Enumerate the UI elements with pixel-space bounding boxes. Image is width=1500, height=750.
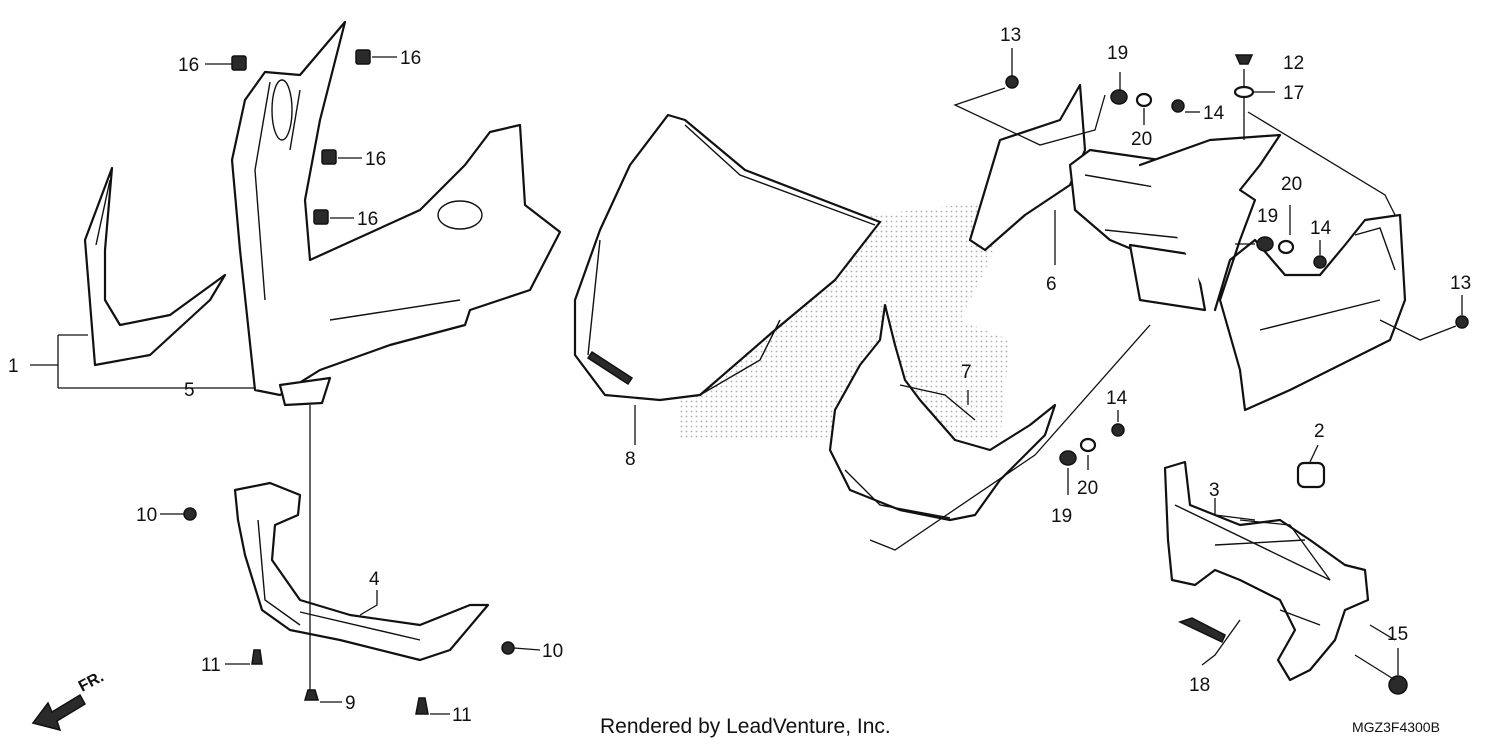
callout-8: 8: [625, 449, 636, 470]
clip-nut-icon: [231, 55, 247, 71]
part-6-right-cowl: [1138, 133, 1407, 412]
callout-7: 7: [961, 362, 972, 383]
part-8-windscreen: [573, 113, 882, 402]
callout-10-left: 10: [136, 505, 157, 526]
diagram-code: MGZ3F4300B: [1352, 719, 1440, 735]
fasteners: [183, 49, 1469, 715]
callout-20-top: 20: [1131, 129, 1152, 150]
callout-19-top: 19: [1107, 43, 1128, 64]
callout-5: 5: [184, 380, 195, 401]
bolt-icon: [1313, 255, 1327, 269]
washer-icon: [1079, 437, 1097, 453]
callout-11-left: 11: [201, 655, 221, 676]
callout-6: 6: [1046, 274, 1057, 295]
bolt-icon: [1455, 315, 1469, 329]
callout-2: 2: [1314, 421, 1325, 442]
callout-19-lower: 19: [1051, 506, 1072, 527]
bolt-icon: [1177, 617, 1226, 644]
clip-nut-icon: [355, 49, 371, 65]
washer-icon: [1256, 236, 1274, 252]
callout-16-d: 16: [357, 209, 378, 230]
callout-4: 4: [369, 569, 380, 590]
callout-14-lower: 14: [1106, 388, 1128, 409]
part-4-lower-cowl: [233, 481, 490, 662]
callout-20-lower: 20: [1077, 478, 1098, 499]
clip-nut-icon: [1388, 675, 1408, 695]
callout-17: 17: [1283, 83, 1304, 104]
callout-3: 3: [1209, 480, 1220, 501]
render-credit: Rendered by LeadVenture, Inc.: [600, 715, 891, 738]
bolt-icon: [1234, 54, 1254, 65]
part-1-side-trim: [83, 166, 227, 367]
part-7-inner-panel: [828, 303, 1057, 522]
callout-16-c: 16: [365, 149, 386, 170]
clip-nut-icon: [313, 209, 329, 225]
callout-16-b: 16: [400, 48, 421, 69]
bolt-icon: [183, 507, 197, 521]
bolt-icon: [303, 689, 320, 701]
callout-9: 9: [345, 693, 356, 714]
callout-14-top: 14: [1203, 103, 1225, 124]
callout-13-top: 13: [1000, 25, 1021, 46]
clip-nut-icon: [321, 149, 337, 165]
bolt-icon: [501, 641, 515, 655]
callout-20-right: 20: [1281, 174, 1302, 195]
callout-14-right: 14: [1310, 218, 1332, 239]
washer-icon: [1059, 450, 1077, 466]
bolt-icon: [1111, 423, 1125, 437]
washer-icon: [1110, 89, 1128, 105]
bolt-icon: [415, 697, 429, 715]
part-2-rubber: [1296, 461, 1326, 489]
bolt-icon: [1171, 99, 1185, 113]
leader-lines: [30, 48, 1463, 715]
callout-12: 12: [1283, 53, 1304, 74]
callout-16-a: 16: [178, 55, 199, 76]
callout-13-right: 13: [1450, 273, 1471, 294]
part-5-upper-cowl: [230, 20, 562, 407]
callout-10-right: 10: [542, 641, 563, 662]
washer-icon: [1277, 239, 1295, 255]
part-3-stay: [1163, 460, 1370, 682]
callout-numbers: 1 2 3 4 5 6 7 8 9 10 10 11 11 12 13 13 1…: [8, 25, 1471, 726]
callout-1: 1: [8, 356, 19, 377]
bolt-icon: [251, 649, 263, 665]
front-direction-arrow-icon: FR.: [31, 668, 107, 732]
front-direction-label: FR.: [76, 668, 107, 695]
callout-15: 15: [1387, 624, 1408, 645]
callout-19-right: 19: [1257, 206, 1278, 227]
washer-icon: [1135, 92, 1153, 108]
callout-11-right: 11: [452, 705, 472, 726]
washer-icon: [1233, 85, 1255, 99]
callout-18: 18: [1189, 675, 1210, 696]
bolt-icon: [1005, 75, 1019, 89]
